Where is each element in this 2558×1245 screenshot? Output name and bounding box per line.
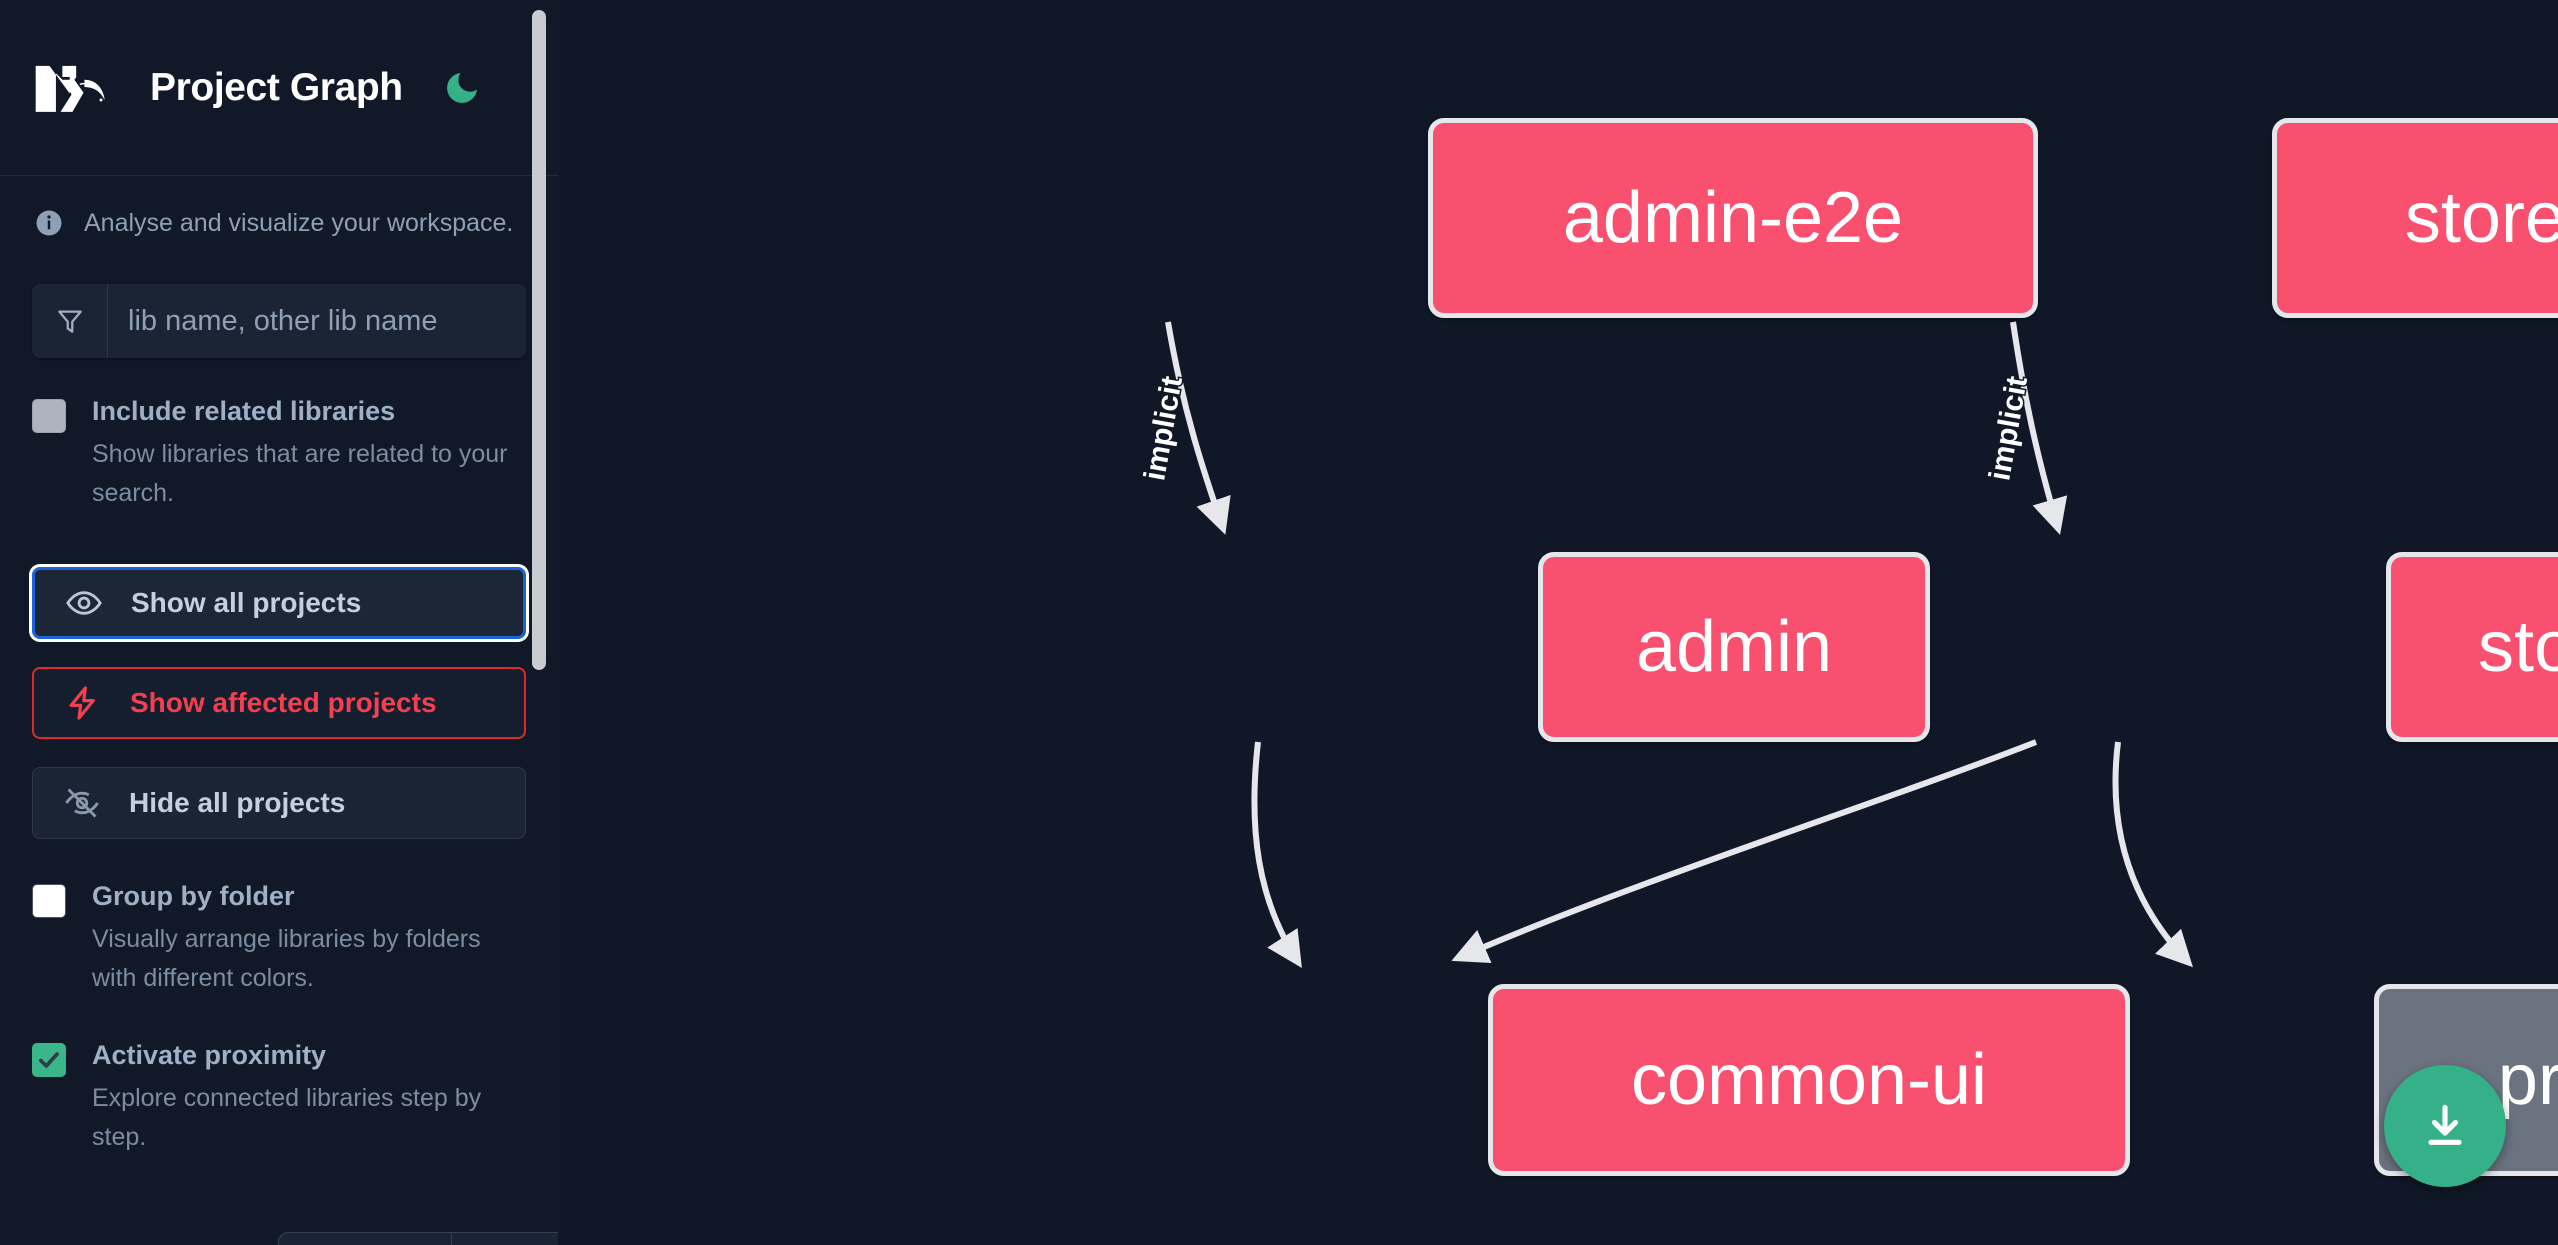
visibility-button-group: Show all projects Show affected projects bbox=[32, 567, 526, 839]
option-label: Group by folder bbox=[92, 881, 295, 911]
show-all-projects-label: Show all projects bbox=[131, 587, 362, 618]
search-input[interactable] bbox=[108, 284, 526, 358]
include-related-libraries-checkbox[interactable] bbox=[32, 399, 66, 433]
option-description: Show libraries that are related to your … bbox=[92, 440, 508, 507]
graph-node-store-e2e[interactable]: store-e2e bbox=[2272, 118, 2558, 318]
eye-off-icon bbox=[63, 784, 101, 822]
graph-node-admin-e2e[interactable]: admin-e2e bbox=[1428, 118, 2038, 318]
option-activate-proximity[interactable]: Activate proximity Explore connected lib… bbox=[32, 1038, 526, 1157]
edge-label-implicit: implicit bbox=[1138, 374, 1189, 483]
sidebar-scrollbar[interactable] bbox=[532, 10, 546, 670]
show-affected-projects-button[interactable]: Show affected projects bbox=[32, 667, 526, 739]
edge-admin-to-common-ui bbox=[1251, 741, 1302, 969]
sidebar-subtitle-text: Analyse and visualize your workspace. bbox=[84, 208, 514, 237]
lightning-icon bbox=[64, 684, 102, 722]
sidebar-header: Project Graph bbox=[0, 0, 558, 176]
nx-logo-icon bbox=[32, 60, 124, 116]
info-icon bbox=[34, 208, 64, 238]
hide-all-projects-label: Hide all projects bbox=[129, 787, 346, 818]
edge-store-to-common-ui bbox=[1451, 739, 2038, 964]
search-bar bbox=[32, 284, 526, 358]
page-title: Project Graph bbox=[150, 65, 403, 109]
bottom-toolbar-partial[interactable] bbox=[278, 1232, 558, 1245]
download-icon bbox=[2428, 1104, 2462, 1145]
graph-node-common-ui[interactable]: common-ui bbox=[1488, 984, 2130, 1176]
show-all-projects-button[interactable]: Show all projects bbox=[32, 567, 526, 639]
option-group-by-folder[interactable]: Group by folder Visually arrange librari… bbox=[32, 879, 526, 998]
edge-admin-e2e-to-admin bbox=[1165, 321, 1231, 535]
bottom-toolbar-segment[interactable] bbox=[279, 1233, 452, 1245]
show-affected-projects-label: Show affected projects bbox=[130, 687, 437, 718]
edge-store-to-products bbox=[2112, 741, 2193, 968]
download-graph-button[interactable] bbox=[2384, 1065, 2506, 1187]
option-label: Include related libraries bbox=[92, 396, 396, 426]
graph-node-store[interactable]: store bbox=[2386, 552, 2558, 742]
graph-canvas[interactable]: implicit implicit admin-e2e store-e2e ad… bbox=[558, 0, 2558, 1245]
sidebar-subtitle: Analyse and visualize your workspace. bbox=[0, 176, 558, 238]
edge-store-e2e-to-store bbox=[2010, 321, 2068, 535]
option-include-related-libraries[interactable]: Include related libraries Show libraries… bbox=[32, 394, 526, 513]
sidebar: Project Graph Analyse and visualize your… bbox=[0, 0, 558, 1245]
graph-node-admin[interactable]: admin bbox=[1538, 552, 1930, 742]
eye-icon bbox=[65, 584, 103, 622]
option-label: Activate proximity bbox=[92, 1040, 327, 1070]
hide-all-projects-button[interactable]: Hide all projects bbox=[32, 767, 526, 839]
bottom-toolbar-segment[interactable] bbox=[452, 1233, 558, 1245]
edge-label-implicit: implicit bbox=[1983, 374, 2034, 483]
group-by-folder-checkbox[interactable] bbox=[32, 884, 66, 918]
graph-edges: implicit implicit bbox=[1137, 321, 2193, 969]
filter-icon bbox=[32, 284, 108, 358]
activate-proximity-checkbox[interactable] bbox=[32, 1043, 66, 1077]
moon-icon[interactable] bbox=[435, 61, 489, 115]
option-description: Visually arrange libraries by folders wi… bbox=[92, 925, 481, 992]
option-description: Explore connected libraries step by step… bbox=[92, 1084, 482, 1151]
check-icon bbox=[39, 1052, 59, 1068]
